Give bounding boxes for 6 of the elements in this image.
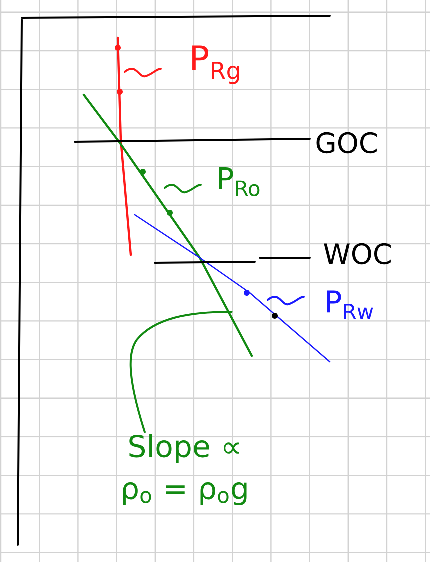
curve-label: GOC	[316, 132, 377, 154]
curve-label: P$_{Rw}$	[327, 290, 374, 320]
curve-label: P$_{Ro}$	[219, 168, 260, 196]
curve-label: WOC	[324, 243, 391, 265]
annotation-text: Slope ∝ ρ$_{o}$ = ρ$_{o}$g	[123, 434, 247, 506]
leader-line	[130, 311, 233, 434]
